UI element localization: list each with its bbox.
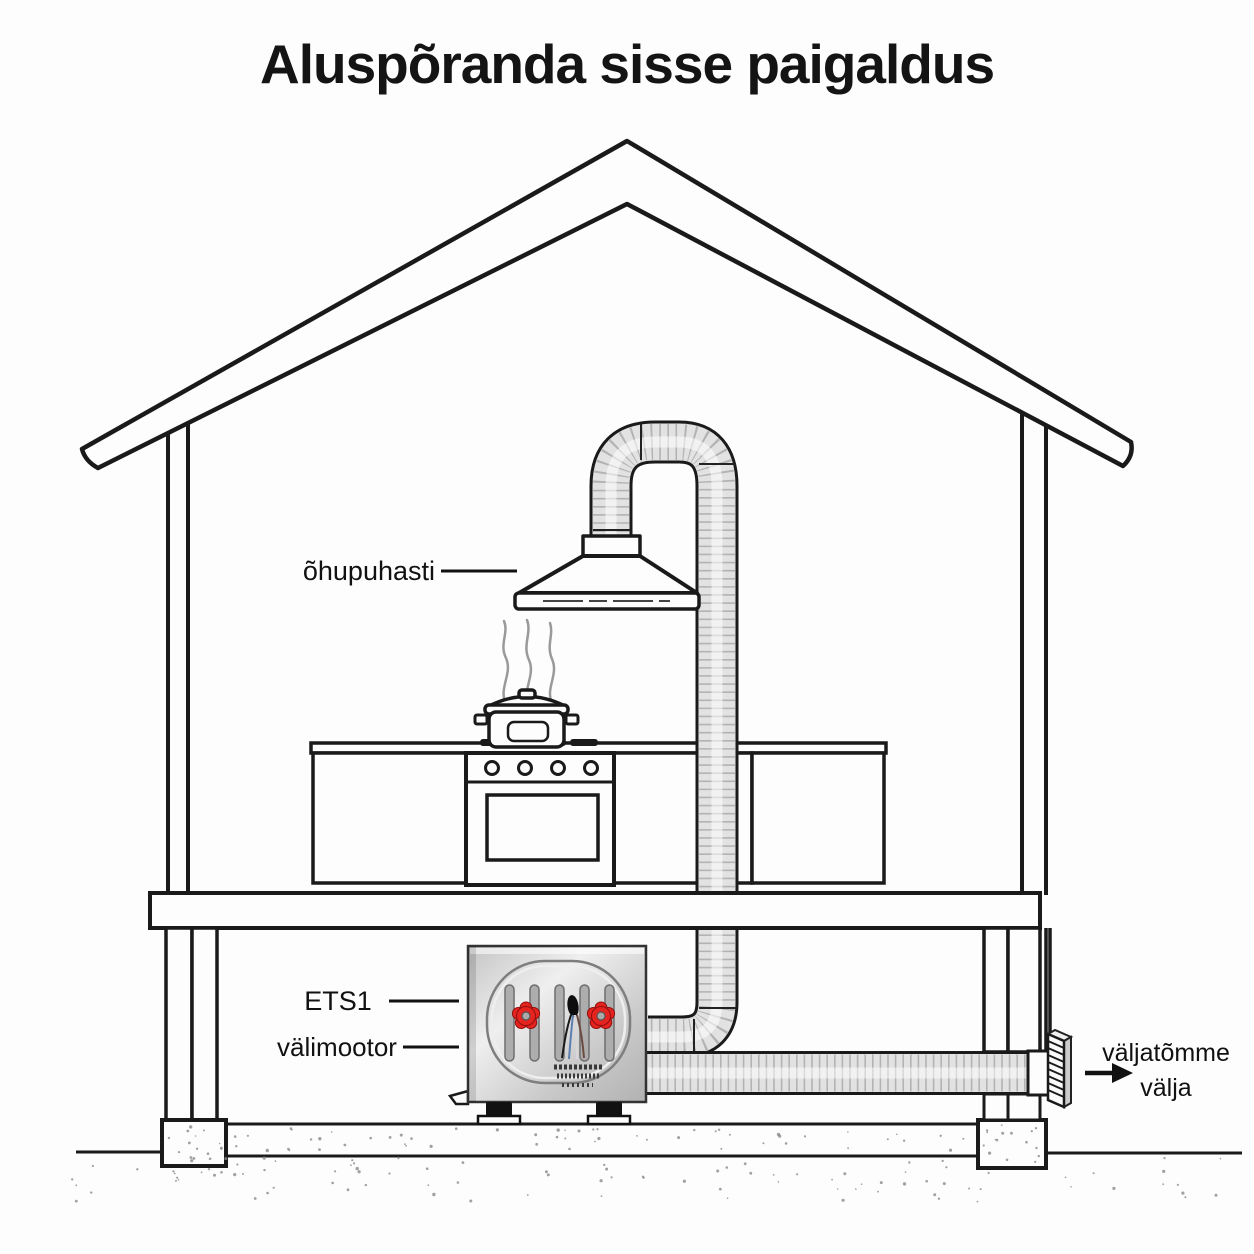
label-fan-model: ETS1: [304, 986, 372, 1016]
left-wall: [166, 423, 190, 895]
wall-vent-grille: [1026, 1028, 1074, 1109]
soil-stipple: [71, 1124, 1222, 1203]
duct-joints: [593, 424, 736, 1055]
label-fan-motor: välimootor: [277, 1032, 397, 1062]
foundation-block-left: [160, 1118, 228, 1168]
gable-roof: [79, 138, 1134, 471]
vent-louvers: [1047, 1040, 1065, 1098]
right-wall: [1020, 413, 1048, 895]
pot-lid-handle: [517, 688, 537, 700]
post-stubs-under-duct: [982, 1092, 1042, 1122]
label-exhaust-out: väljatõmme välja: [1096, 1036, 1236, 1106]
fan-oval-panel: [485, 959, 632, 1085]
fan-feet: [476, 1102, 632, 1126]
range-hood: [513, 534, 701, 611]
cable-connector: [567, 995, 579, 1017]
basement-posts-left: [164, 926, 219, 1122]
fan-unit: [447, 944, 648, 1126]
exhaust-duct: [589, 420, 739, 1059]
cabinet-right: [750, 751, 886, 885]
cooking-pot: [473, 688, 580, 749]
foundation-ground: [71, 1118, 1242, 1203]
fan-wires: [561, 1014, 585, 1060]
label-exhaust-line1: väljatõmme: [1102, 1039, 1230, 1067]
floor-joist: [148, 891, 1042, 930]
pot-handle-left: [473, 713, 489, 726]
label-exhaust-line2: välja: [1140, 1074, 1192, 1102]
page-title: Aluspõranda sisse paigaldus: [259, 33, 995, 95]
stove-knobs: [484, 760, 599, 776]
oven-door: [485, 793, 600, 862]
stove: [464, 739, 616, 887]
airflow-arrow-icon: [1085, 1063, 1133, 1083]
foundation-block-right: [976, 1118, 1048, 1170]
basement-posts-right: [982, 926, 1052, 1054]
leader-lines: [389, 569, 517, 1049]
label-hood: õhupuhasti: [302, 556, 435, 586]
pot-handle-right: [564, 713, 580, 726]
fan-nameplate: [554, 1064, 602, 1087]
cabinet-left: [311, 751, 468, 885]
fan-base-tab: [447, 1089, 470, 1106]
